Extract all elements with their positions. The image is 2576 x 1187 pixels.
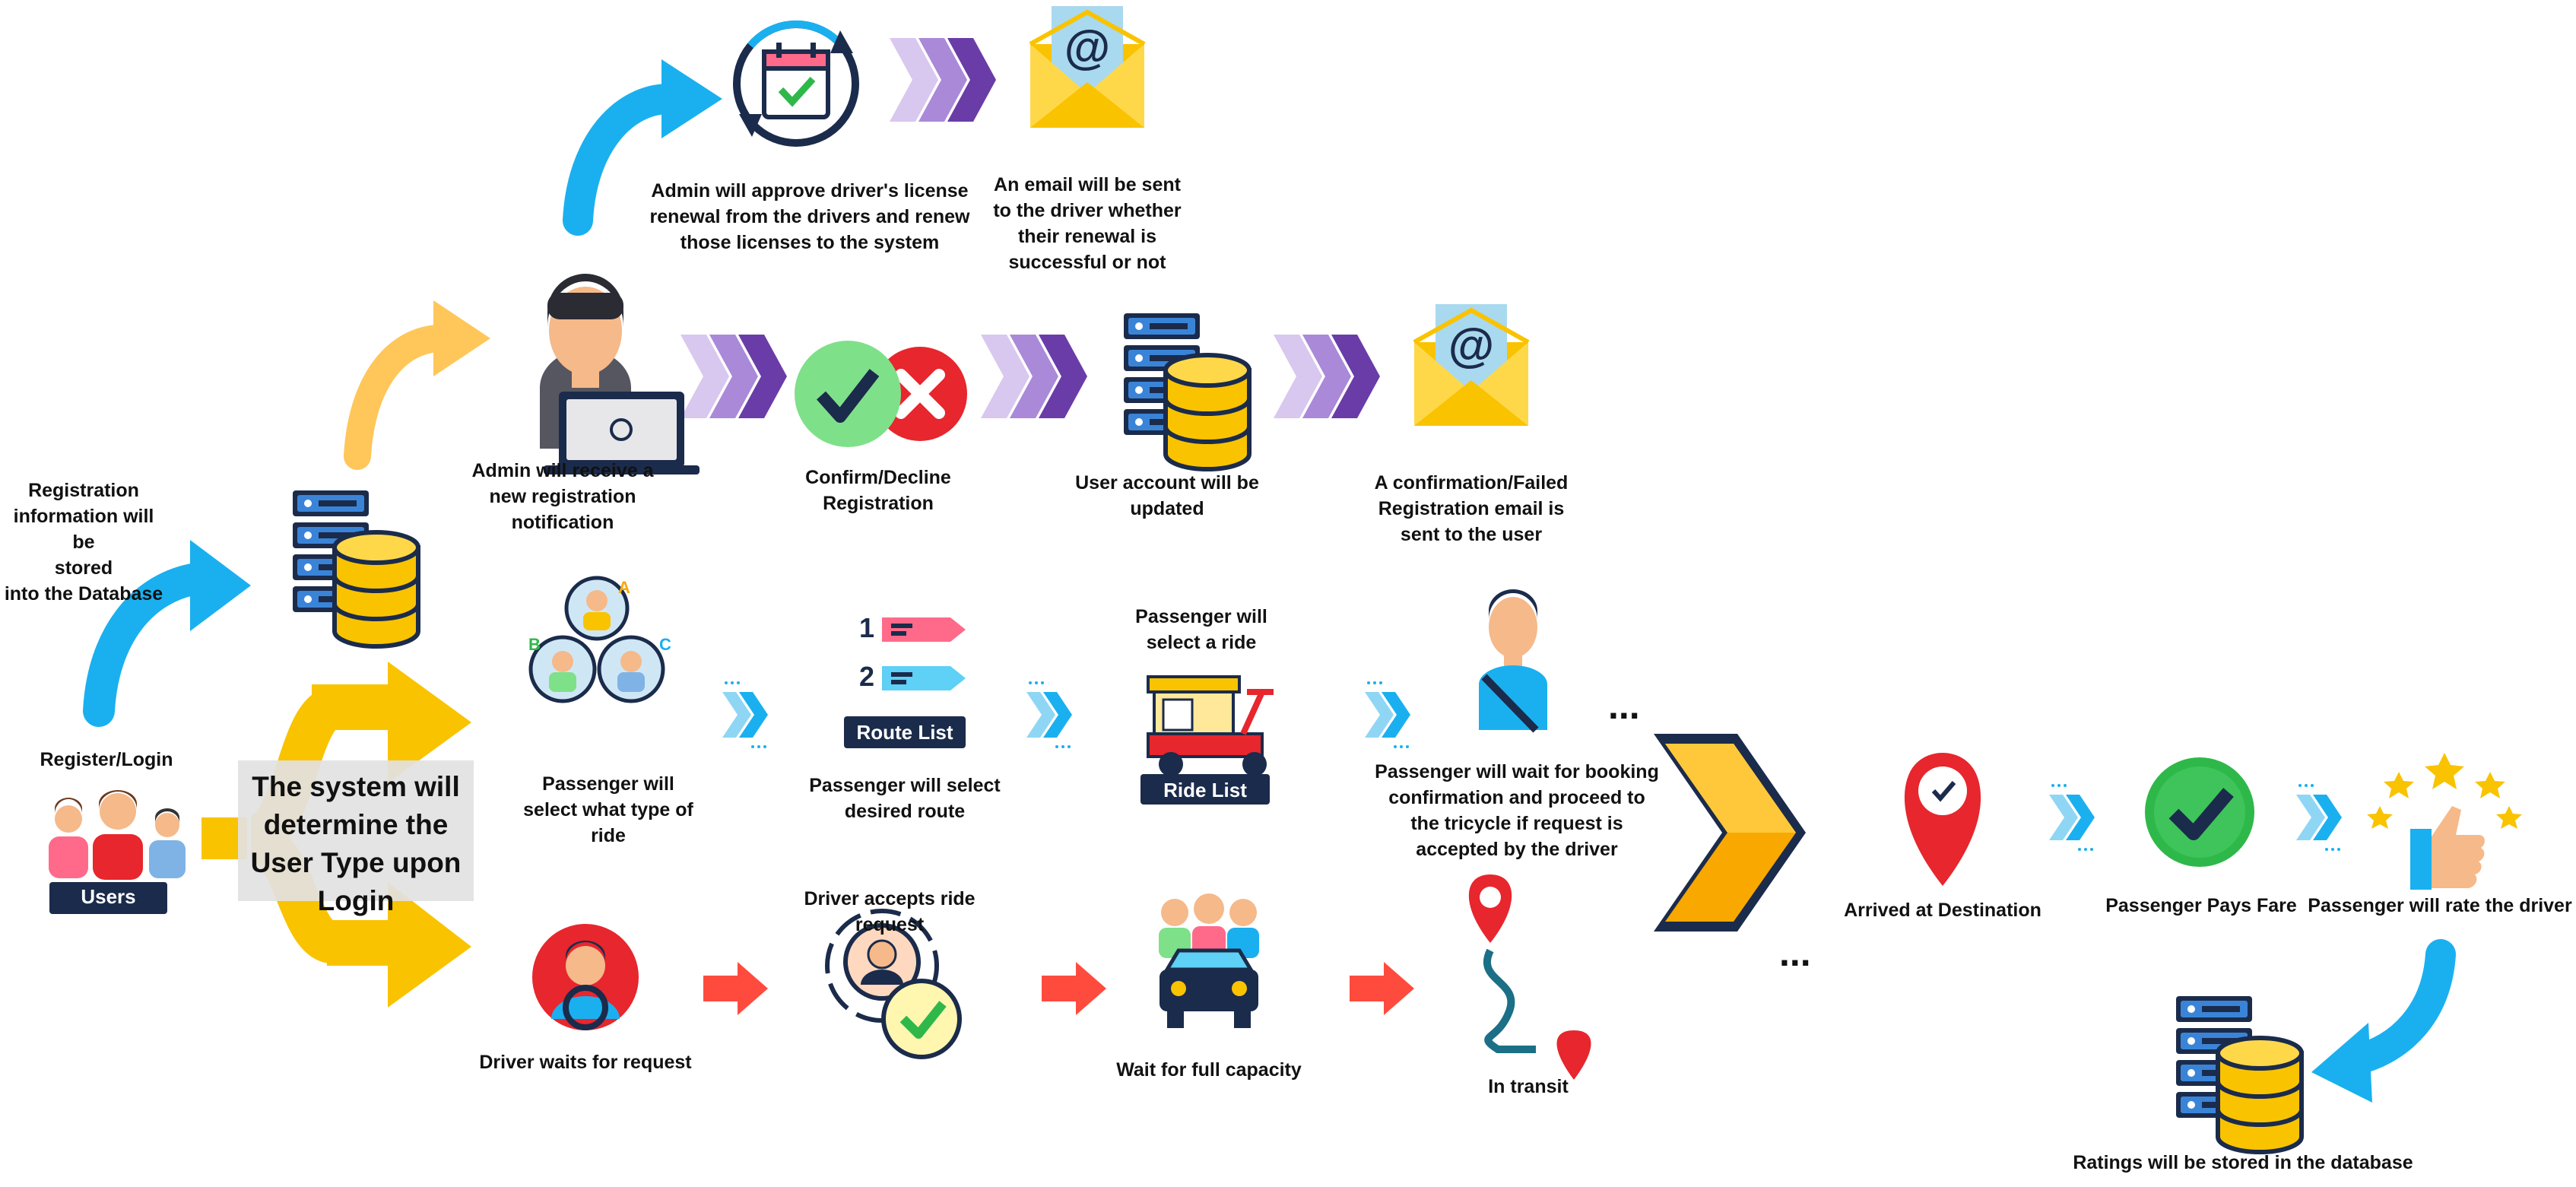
chevron-admin-to-confirm bbox=[680, 335, 787, 418]
tricycle-icon bbox=[1140, 675, 1274, 805]
pays-fare-label: Passenger Pays Fare bbox=[2105, 895, 2297, 916]
system-determine-label: The system will determine the User Type … bbox=[250, 771, 462, 916]
svg-text:A: A bbox=[618, 578, 630, 597]
register-login-label: Register/Login bbox=[40, 749, 173, 770]
big-chevron-merge bbox=[1654, 734, 1806, 932]
curved-arrow-register-to-db bbox=[83, 540, 251, 727]
users-tag bbox=[49, 882, 167, 914]
passenger-icon bbox=[1479, 589, 1547, 733]
chevron-db-to-email bbox=[1274, 335, 1380, 418]
system-determine-box bbox=[238, 760, 474, 901]
curved-arrow-db-to-admin bbox=[344, 300, 490, 470]
red-arrow-1 bbox=[703, 962, 768, 1015]
route-pin-icon bbox=[1468, 874, 1591, 1080]
full-capacity-label: Wait for full capacity bbox=[1116, 1059, 1302, 1081]
check-x-icon bbox=[795, 341, 967, 447]
driver-accept-icon bbox=[825, 909, 962, 1059]
database-icon bbox=[293, 490, 418, 646]
full-capacity-car-icon bbox=[1159, 893, 1259, 1028]
calendar-sync-icon bbox=[733, 20, 859, 147]
confirm-decline-label: Confirm/Decline Registration bbox=[805, 467, 951, 514]
database-icon bbox=[1124, 313, 1249, 469]
passenger-ride-label: Passenger will select a ride bbox=[1135, 606, 1267, 653]
ride-list-tag-label: Ride List bbox=[1163, 779, 1247, 801]
account-updated-label: User account will be updated bbox=[1075, 472, 1259, 519]
svg-text:1: 1 bbox=[859, 612, 874, 643]
chevron-confirm-to-db bbox=[981, 335, 1087, 418]
route-list-icon: 1 2 bbox=[844, 612, 966, 748]
driver-waits-label: Driver waits for request bbox=[479, 1052, 692, 1073]
red-arrow-3 bbox=[1350, 962, 1414, 1015]
chevron-calendar-to-email bbox=[890, 38, 996, 122]
chevron-ride-to-wait bbox=[1365, 681, 1410, 748]
ratings-db-label: Ratings will be stored in the database bbox=[2073, 1152, 2413, 1173]
admin-notification-label: Admin will receive a new registration no… bbox=[471, 460, 654, 533]
red-arrow-2 bbox=[1042, 962, 1106, 1015]
passenger-type-label: Passenger will select what type of ride bbox=[523, 773, 693, 846]
check-circle-icon bbox=[2145, 757, 2254, 867]
email-envelope-icon bbox=[1414, 304, 1528, 426]
driver-icon bbox=[532, 924, 639, 1030]
passenger-wait-label: Passenger will wait for booking confirma… bbox=[1375, 761, 1659, 860]
ellipsis-top: ... bbox=[1608, 684, 1640, 727]
curved-arrow-rate-to-db bbox=[2311, 939, 2456, 1103]
chevron-pay-to-rate bbox=[2296, 784, 2342, 851]
ellipsis-bottom: ... bbox=[1779, 932, 1811, 974]
email-envelope-icon bbox=[1030, 6, 1144, 128]
users-icon bbox=[49, 790, 186, 880]
curved-arrow-admin-to-calendar bbox=[563, 59, 722, 236]
email-renewal-label: An email will be sent to the driver whet… bbox=[993, 174, 1182, 273]
arrived-label: Arrived at Destination bbox=[1844, 900, 2041, 921]
rating-thumb-icon bbox=[2367, 753, 2522, 890]
route-list-tag-label: Route List bbox=[856, 721, 953, 744]
users-tag-label: Users bbox=[81, 885, 136, 908]
confirmation-email-label: A confirmation/Failed Registration email… bbox=[1374, 472, 1569, 545]
svg-text:C: C bbox=[659, 635, 671, 654]
svg-text:B: B bbox=[528, 635, 541, 654]
passenger-route-label: Passenger will select desired route bbox=[809, 775, 1001, 822]
rate-driver-label: Passenger will rate the driver bbox=[2308, 895, 2572, 916]
svg-text:2: 2 bbox=[859, 661, 874, 692]
registration-db-label: Registration information will be stored … bbox=[4, 480, 163, 605]
chevron-type-to-route bbox=[722, 681, 768, 748]
chevron-arrived-to-pay bbox=[2049, 784, 2095, 851]
location-pin-icon bbox=[1904, 753, 1981, 886]
database-icon bbox=[2176, 996, 2302, 1152]
admin-license-label: Admin will approve driver's license rene… bbox=[649, 180, 970, 253]
in-transit-label: In transit bbox=[1488, 1076, 1569, 1097]
chevron-route-to-ride bbox=[1026, 681, 1072, 748]
driver-accepts-label: Driver accepts ride request bbox=[804, 888, 976, 935]
admin-laptop-icon bbox=[540, 274, 700, 474]
user-group-abc-icon: A B C bbox=[528, 576, 671, 703]
